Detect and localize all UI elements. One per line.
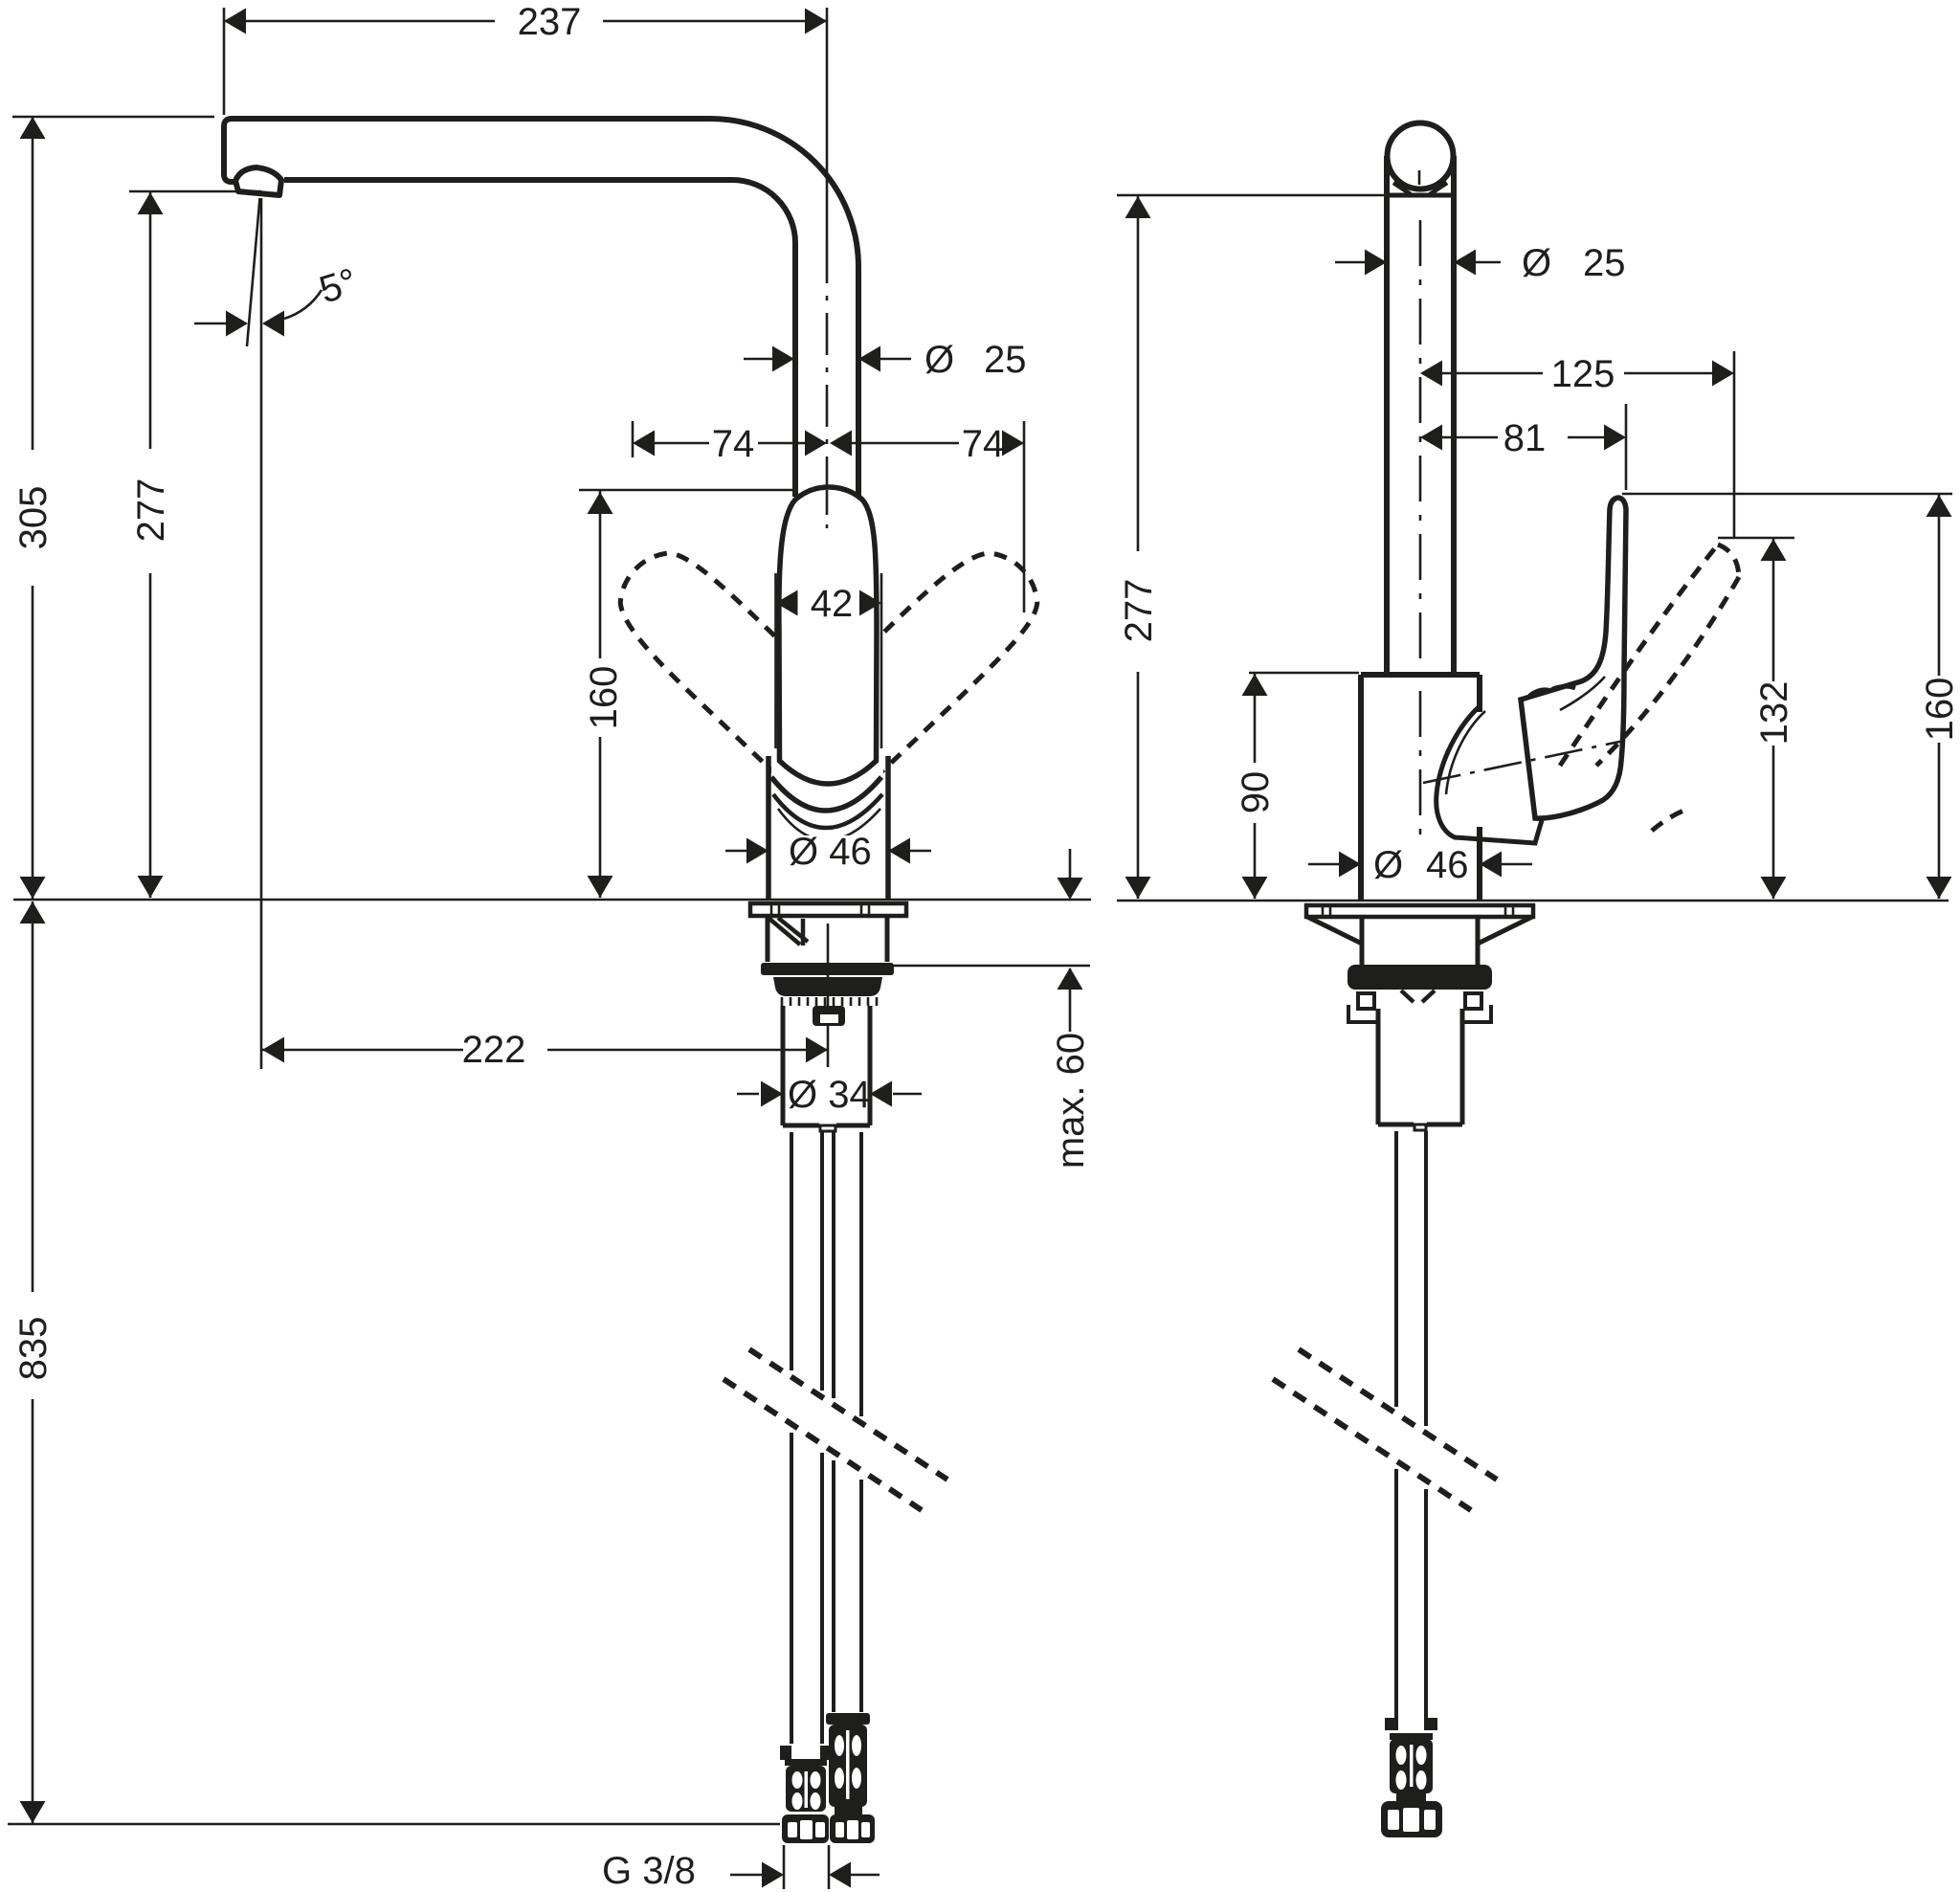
svg-text:277: 277 xyxy=(1118,579,1160,643)
svg-text:G 3/8: G 3/8 xyxy=(602,1850,696,1892)
svg-text:222: 222 xyxy=(462,1029,526,1071)
svg-text:42: 42 xyxy=(811,583,854,625)
svg-text:46: 46 xyxy=(1426,844,1469,886)
svg-text:25: 25 xyxy=(1583,242,1626,284)
svg-text:160: 160 xyxy=(583,666,625,730)
svg-text:Ø 34: Ø 34 xyxy=(788,1074,871,1116)
svg-text:74: 74 xyxy=(712,423,755,465)
svg-text:277: 277 xyxy=(130,479,172,543)
svg-text:305: 305 xyxy=(12,486,55,550)
svg-text:237: 237 xyxy=(518,1,582,43)
svg-text:74: 74 xyxy=(962,423,1005,465)
svg-text:Ø: Ø xyxy=(1373,844,1403,886)
svg-text:835: 835 xyxy=(12,1317,55,1381)
svg-text:125: 125 xyxy=(1551,353,1615,395)
svg-text:Ø 46: Ø 46 xyxy=(789,831,872,873)
svg-text:81: 81 xyxy=(1503,417,1547,459)
svg-text:Ø: Ø xyxy=(1522,242,1551,284)
svg-text:160: 160 xyxy=(1919,678,1960,742)
svg-text:25: 25 xyxy=(984,339,1027,381)
svg-text:Ø: Ø xyxy=(924,339,954,381)
svg-text:90: 90 xyxy=(1235,771,1277,814)
svg-text:max. 60: max. 60 xyxy=(1050,1033,1092,1169)
svg-text:132: 132 xyxy=(1753,681,1795,746)
